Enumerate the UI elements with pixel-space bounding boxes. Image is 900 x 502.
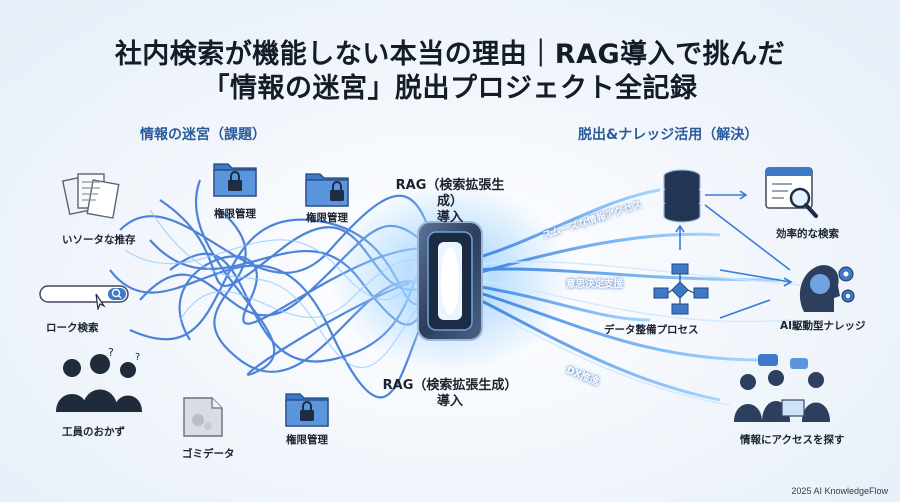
rag-bottom-label-line2: 導入 [436, 394, 463, 409]
magnifier-window-icon [764, 166, 822, 222]
left-item-label-1: いソータな推存 [62, 234, 136, 246]
right-section-heading: 脱出&ナレッジ活用（解決） [578, 127, 759, 143]
left-item-label-7: 権限管理 [286, 434, 328, 446]
search-bar-icon [38, 280, 134, 310]
left-item-label-6: ゴミデータ [182, 448, 235, 460]
left-item-label-2: 権限管理 [214, 208, 256, 220]
left-item-label-3: 権限管理 [306, 212, 348, 224]
locked-folder-icon [280, 386, 334, 432]
svg-text:?: ? [135, 352, 140, 363]
footer-credit: 2025 AI KnowledgeFlow [791, 486, 888, 496]
confused-people-icon: ? ? [50, 348, 150, 414]
stream-lines [469, 188, 781, 402]
rag-top-label-line2: 導入 [436, 210, 463, 225]
left-item-label-4: ローク検索 [46, 322, 99, 334]
document-stack-icon [62, 168, 122, 226]
svg-text:?: ? [108, 348, 114, 359]
left-item-label-5: 工員のおかず [62, 426, 125, 438]
rag-portal [417, 221, 483, 341]
right-item-label-2: AI駆動型ナレッジ [780, 320, 866, 332]
ai-brain-gear-icon [794, 256, 858, 314]
team-meeting-icon [730, 352, 840, 424]
right-item-label-3: 情報にアクセスを探す [740, 434, 845, 446]
locked-folder-icon [208, 156, 262, 202]
page-title-line2: 「情報の迷宮」脱出プロジェクト全記録 [202, 73, 698, 104]
flow-label-2: 意思決定支援 [566, 279, 624, 290]
rag-bottom-label-line1: RAG（検索拡張生成） [382, 378, 518, 393]
locked-folder-icon [300, 166, 354, 212]
flow-label-3: データ整備プロセス [604, 324, 699, 336]
right-item-label-1: 効率的な検索 [776, 228, 839, 240]
trash-document-icon [178, 392, 228, 440]
flowchart-icon [650, 262, 712, 316]
rag-top-label: RAG（検索拡張生成） 導入 [388, 178, 512, 226]
rag-top-label-line1: RAG（検索拡張生成） [395, 178, 505, 209]
rag-bottom-label: RAG（検索拡張生成） 導入 [378, 378, 522, 410]
database-icon [660, 168, 704, 226]
left-section-heading: 情報の迷宮（課題） [140, 127, 266, 143]
page-title-line1: 社内検索が機能しない本当の理由｜RAG導入で挑んだ [114, 39, 786, 70]
